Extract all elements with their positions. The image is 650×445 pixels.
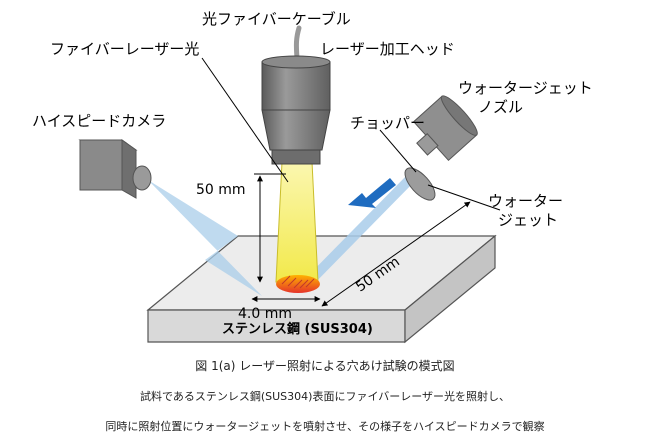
waterjet-nozzle	[412, 95, 478, 162]
camera-view-cone	[148, 180, 262, 296]
label-height-50mm: 50 mm	[196, 182, 246, 198]
laser-head	[261, 55, 331, 165]
caption-line1: 試料であるステンレス鋼(SUS304)表面にファイバーレーザー光を照射し、	[140, 389, 510, 403]
caption-title: 図 1(a) レーザー照射による穴あけ試験の模式図	[195, 358, 454, 373]
fiber-cable	[293, 25, 302, 61]
label-highspeed-camera: ハイスピードカメラ	[32, 112, 166, 130]
label-waterjet-2: ジェット	[498, 211, 558, 229]
caption-line2: 同時に照射位置にウォータージェットを噴射させ、その様子をハイスピードカメラで観察	[105, 419, 544, 433]
label-fiber-cable: 光ファイバーケーブル	[202, 10, 351, 28]
spot-hatch	[281, 275, 315, 289]
laser-beam	[275, 161, 319, 283]
leader-lines	[201, 57, 501, 211]
label-laser-head: レーザー加工ヘッド	[320, 40, 455, 58]
highspeed-camera	[78, 139, 152, 199]
label-width-4mm: 4.0 mm	[238, 306, 292, 322]
direction-arrow	[348, 178, 396, 208]
label-waterjet-1: ウォーター	[488, 192, 563, 210]
height-dimension	[254, 173, 286, 283]
length-dimension	[321, 201, 471, 307]
label-chopper: チョッパー	[350, 114, 425, 132]
label-waterjet-nozzle-2: ノズル	[478, 98, 523, 116]
label-plate: ステンレス鋼 (SUS304)	[222, 321, 373, 337]
label-waterjet-nozzle-1: ウォータージェット	[458, 79, 593, 97]
label-fiber-laser: ファイバーレーザー光	[50, 40, 199, 58]
chopper-disk	[404, 167, 436, 201]
